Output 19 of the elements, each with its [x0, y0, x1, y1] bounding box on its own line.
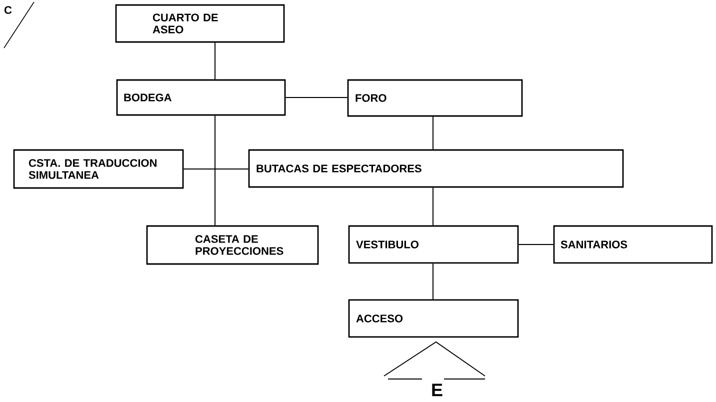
room-box: ACCESO [348, 299, 519, 338]
entrance-letter: E [432, 384, 442, 396]
connector-line [214, 42, 216, 80]
room-box: BODEGA [116, 79, 286, 116]
connector-line [214, 115, 216, 226]
room-box: CSTA. DE TRADUCCION SIMULTANEA [13, 149, 184, 189]
connector-line [432, 263, 434, 300]
room-box: FORO [347, 79, 523, 117]
connector-line [183, 168, 249, 170]
connector-line [518, 244, 554, 245]
connector-line [432, 187, 434, 226]
room-box: CUARTO DE ASEO [115, 4, 285, 43]
connector-line [432, 116, 434, 150]
corner-letter: C [4, 6, 12, 14]
room-box: SANITARIOS [553, 225, 713, 264]
room-box: BUTACAS DE ESPECTADORES [248, 149, 624, 188]
connector-line [285, 97, 348, 98]
room-box: CASETA DE PROYECCIONES [146, 225, 319, 265]
room-box: VESTIBULO [348, 225, 519, 264]
